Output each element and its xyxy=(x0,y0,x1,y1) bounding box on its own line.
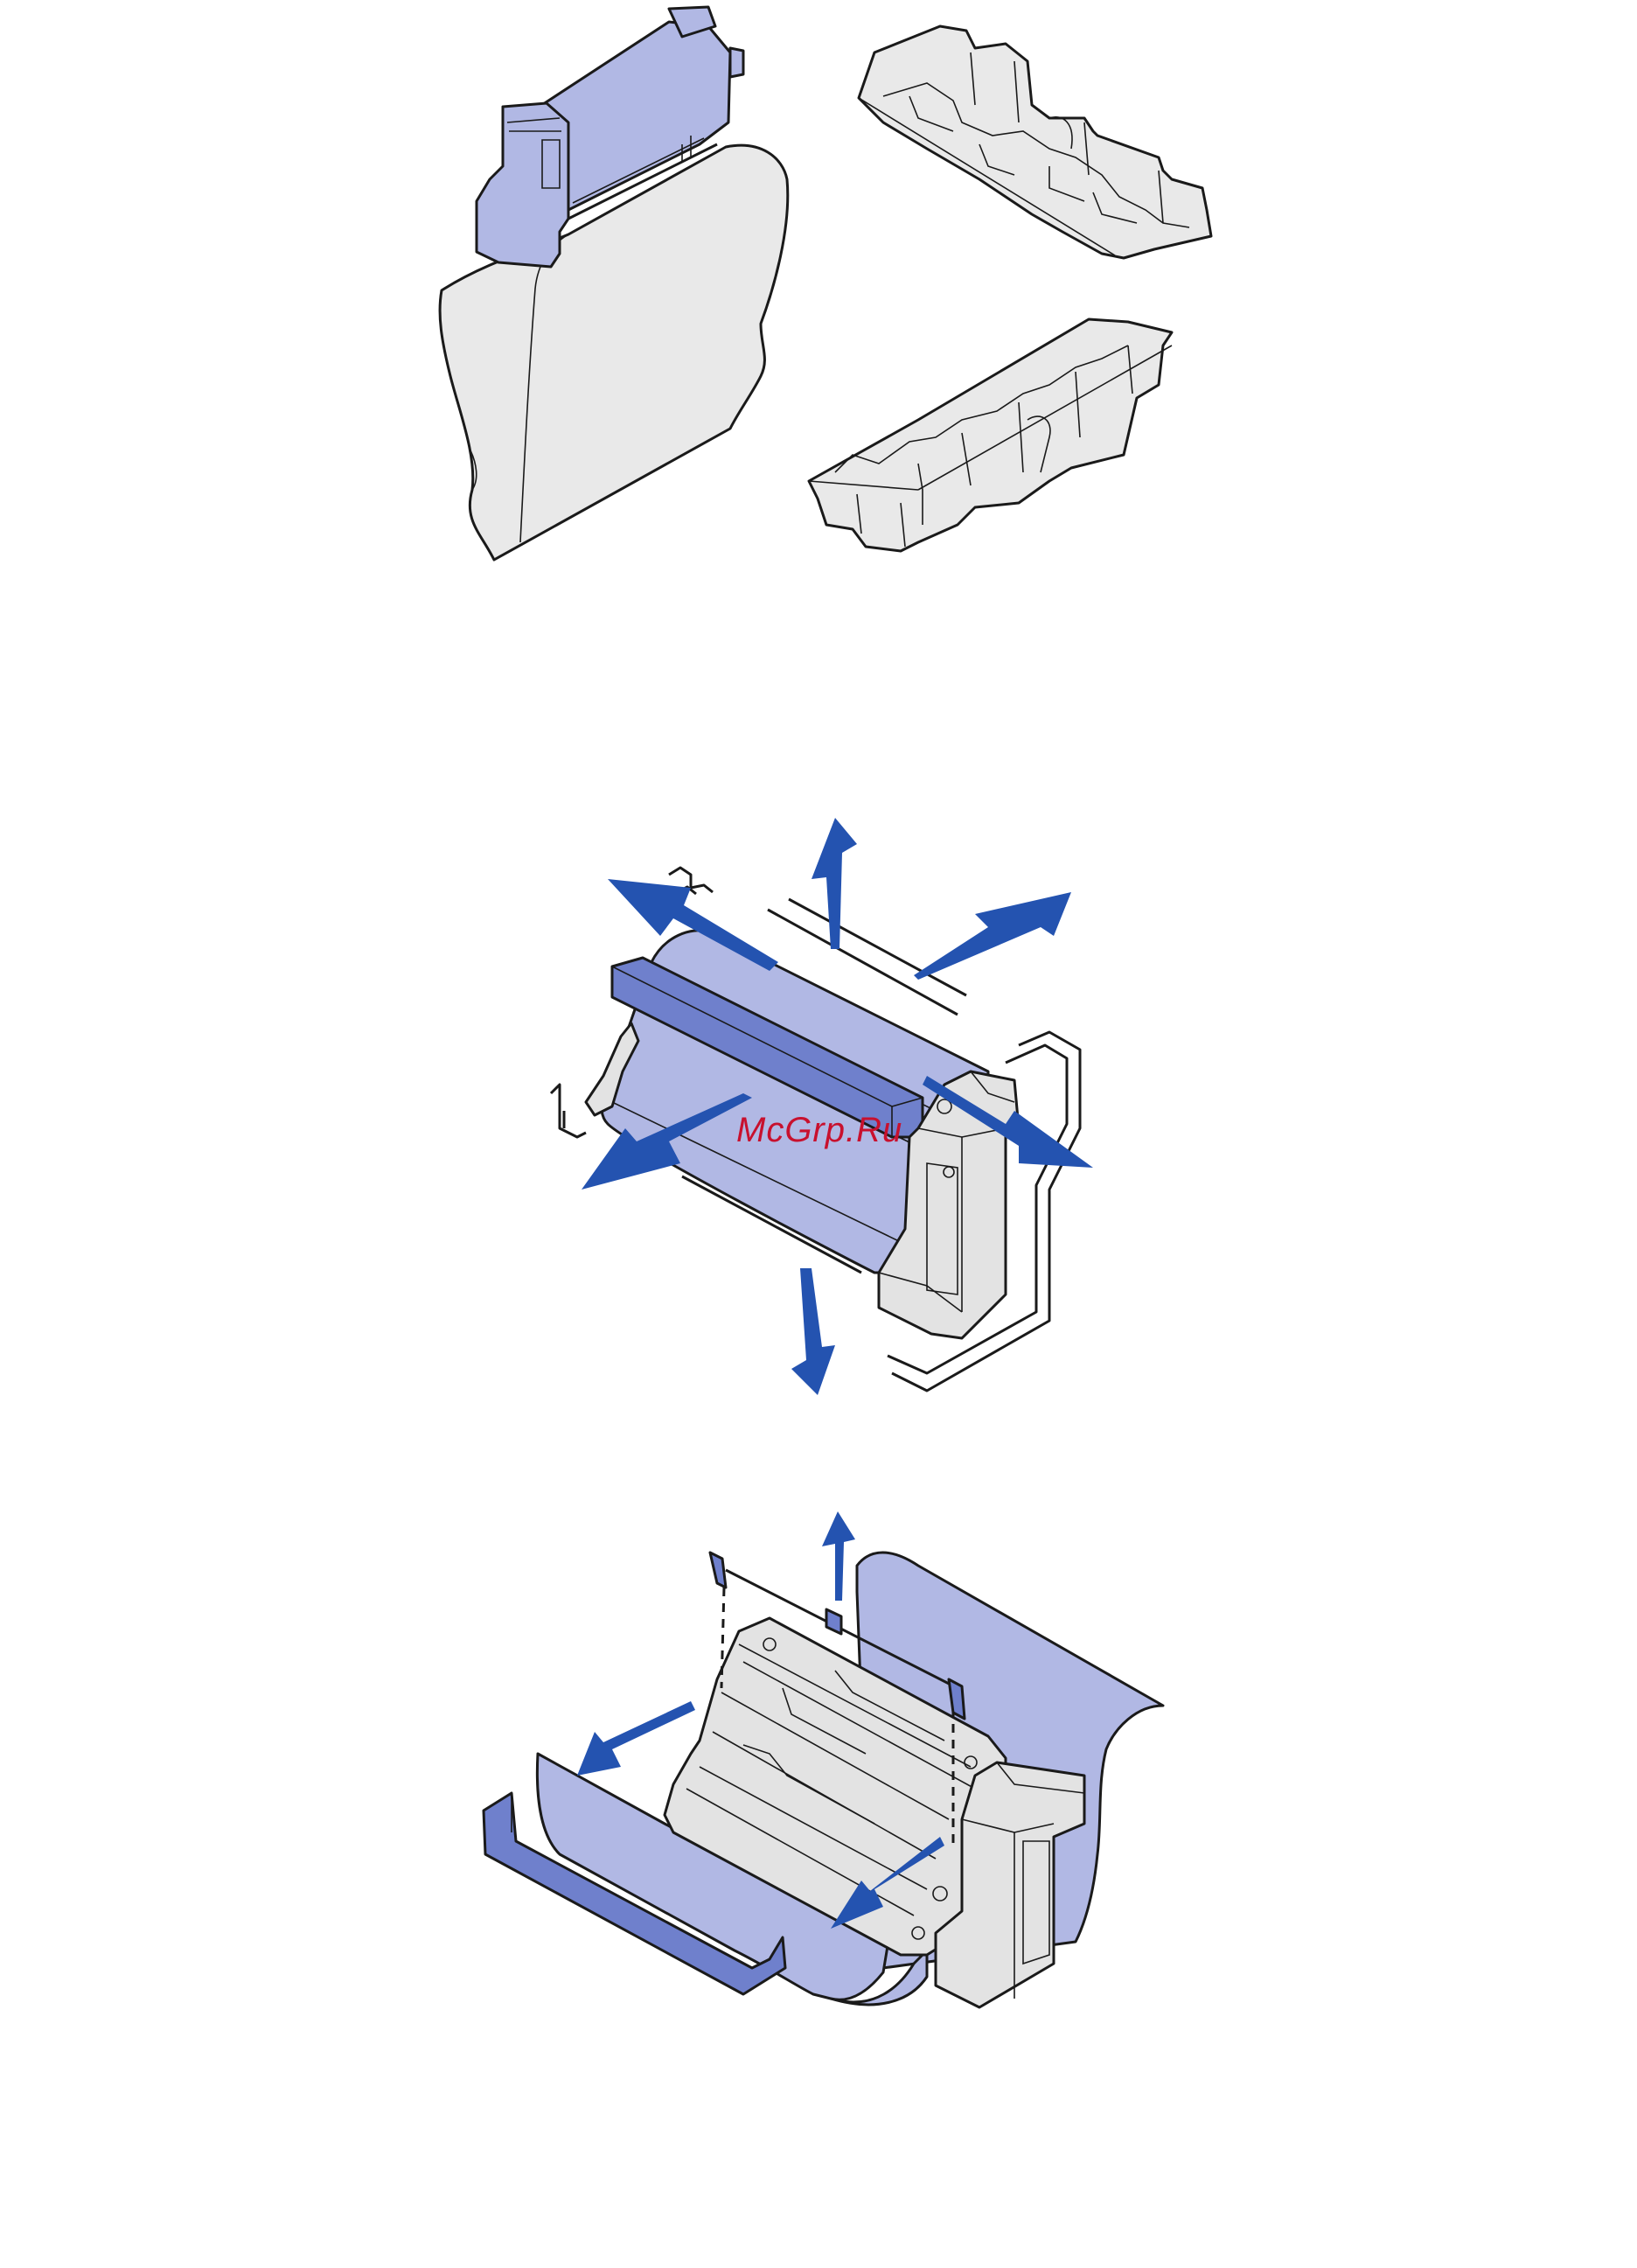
arrow-left-icon xyxy=(577,1701,695,1776)
arrow-upper-right-icon xyxy=(914,892,1071,980)
arrow-up-icon xyxy=(812,818,857,949)
packing-insert-top xyxy=(859,26,1211,258)
watermark-text: McGrp.Ru xyxy=(736,1111,929,1150)
arrow-down-icon xyxy=(791,1268,835,1395)
figure-2-remove-shipping-cover xyxy=(551,818,1093,1395)
figure-3-remove-sheet-and-packing xyxy=(484,1511,1163,2007)
packing-insert-bottom xyxy=(809,319,1172,551)
arrow-up-icon xyxy=(822,1511,855,1601)
figure-1-unpack xyxy=(440,7,1211,560)
